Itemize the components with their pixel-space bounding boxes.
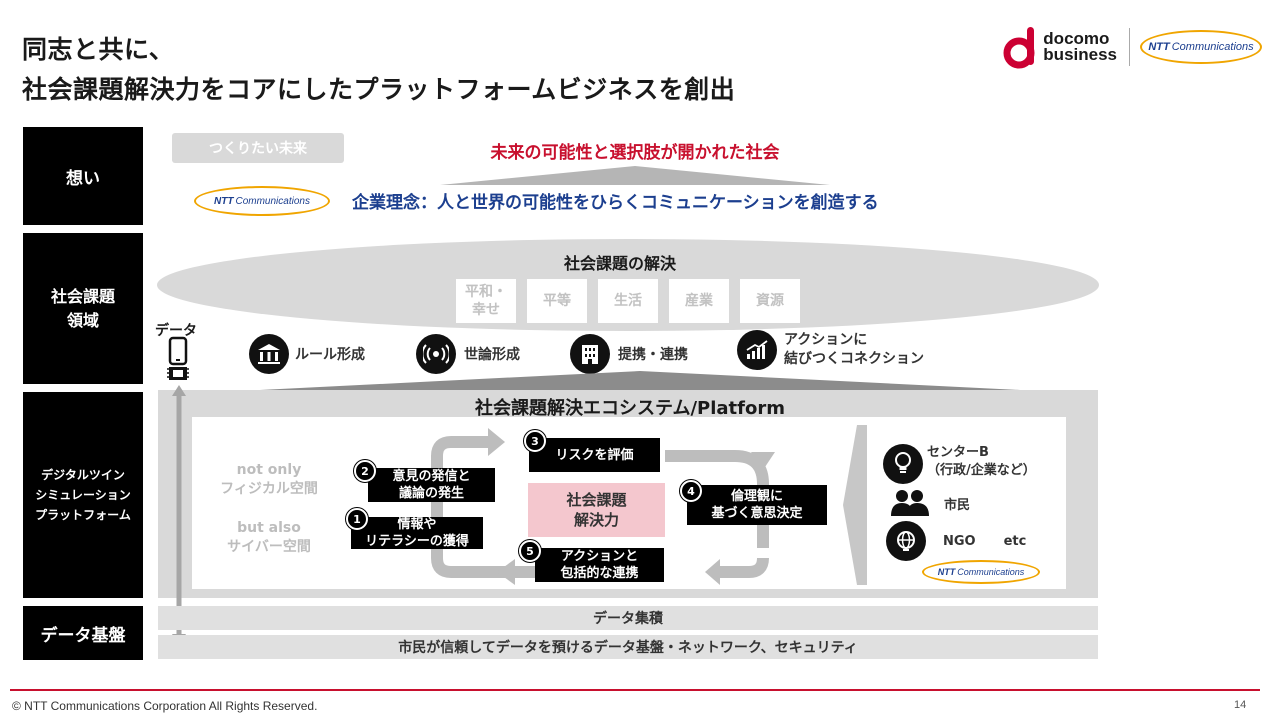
side-label-vision: 想い (23, 127, 143, 225)
step-1-number: 1 (346, 508, 368, 530)
copyright: © NTT Communications Corporation All Rig… (12, 699, 318, 713)
etc-label: etc (1003, 533, 1027, 549)
lightbulb-icon (883, 444, 923, 484)
brand-divider (1129, 28, 1130, 66)
data-label: データ (155, 323, 197, 339)
step-4-number: 4 (680, 480, 702, 502)
growth-chart-icon (737, 330, 777, 370)
step-2: 意見の発信と 議論の発生 (368, 468, 495, 502)
actor-ngo: NGO etc (886, 521, 1026, 561)
core-capability: 社会課題 解決力 (528, 483, 665, 537)
footer-rule (10, 689, 1260, 691)
future-chip: つくりたい未来 (172, 133, 344, 163)
title-line-1: 同志と共に、 (22, 35, 175, 64)
actor-citizens: 市民 (890, 489, 970, 517)
future-statement: 未来の可能性と選択肢が開かれた社会 (490, 143, 780, 163)
data-foundation-bar: 市民が信頼してデータを預けるデータ基盤・ネットワーク、セキュリティ (158, 635, 1098, 659)
docomo-business-logo: docomo business (1043, 29, 1117, 64)
docomo-logo-icon (1003, 25, 1039, 69)
issue-life: 生活 (598, 279, 658, 323)
side-label-digital-twin: デジタルツイン シミュレーション プラットフォーム (23, 392, 143, 598)
smartphone-icon (167, 336, 189, 380)
people-icon (891, 490, 929, 516)
step-3: リスクを評価 (529, 438, 660, 472)
input-arrow (843, 425, 867, 585)
side-label-social: 社会課題 領域 (23, 233, 143, 384)
cyber-space-text: but also サイバー空間 (227, 520, 311, 555)
action-partnership: 提携・連携 (570, 334, 688, 374)
action-connection: アクションに 結びつくコネクション (737, 330, 924, 370)
platform-heading: 社会課題解決エコシステム/Platform (475, 398, 785, 419)
physical-space-text: not only フィジカル空間 (220, 462, 318, 497)
social-heading: 社会課題の解決 (563, 254, 676, 273)
building-icon (570, 334, 610, 374)
cycle-arrows (431, 428, 775, 585)
side-label-data-base: データ基盤 (23, 606, 143, 660)
slide-title: 同志と共に、 社会課題解決力をコアにしたプラットフォームビジネスを創出 (22, 30, 735, 110)
action-public-opinion: 世論形成 (416, 334, 520, 374)
title-line-2: 社会課題解決力をコアにしたプラットフォームビジネスを創出 (22, 75, 736, 104)
step-3-number: 3 (524, 430, 546, 452)
actor-center-b: センターB （行政/企業など） (883, 444, 1036, 484)
globe-icon (886, 521, 926, 561)
institution-icon (249, 334, 289, 374)
broadcast-icon (416, 334, 456, 374)
issue-peace: 平和・ 幸せ (456, 279, 516, 323)
future-triangle (440, 166, 830, 185)
issue-industry: 産業 (669, 279, 729, 323)
data-accumulation-bar: データ集積 (158, 606, 1098, 630)
platform-triangle (260, 371, 1020, 390)
step-5: アクションと 包括的な連携 (535, 548, 664, 582)
action-rule-making: ルール形成 (249, 334, 365, 374)
step-4: 倫理観に 基づく意思決定 (687, 485, 827, 525)
step-2-number: 2 (354, 460, 376, 482)
step-5-number: 5 (519, 540, 541, 562)
issue-equality: 平等 (527, 279, 587, 323)
page-number: 14 (1234, 699, 1247, 711)
issue-resources: 資源 (740, 279, 800, 323)
step-1: 情報や リテラシーの獲得 (351, 517, 483, 549)
corporate-philosophy: 企業理念：人と世界の可能性をひらくコミュニケーションを創造する (352, 193, 879, 213)
